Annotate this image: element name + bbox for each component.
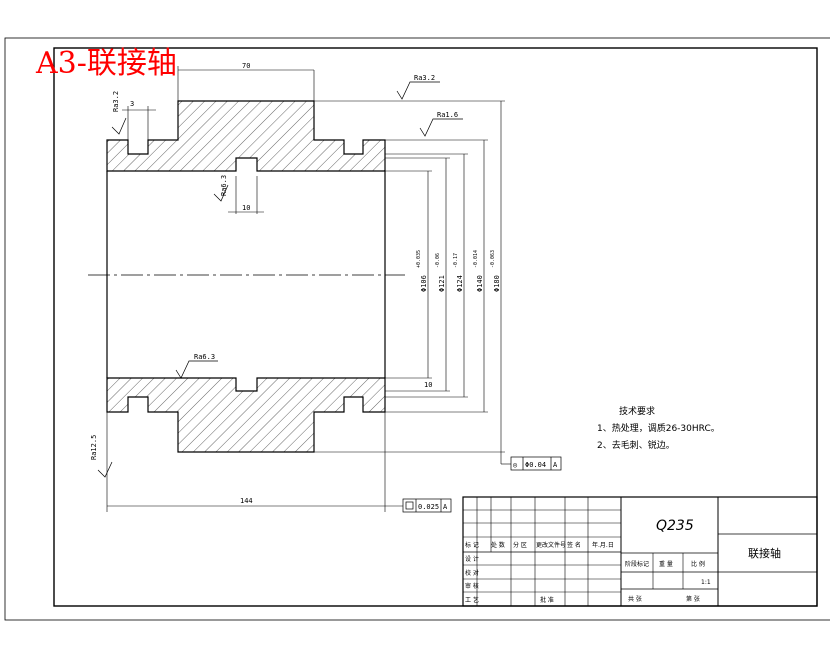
tb-h-count: 处 数 — [491, 541, 505, 549]
tech-item-1: 1、热处理，调质26-30HRC。 — [597, 422, 720, 434]
dim-groove-left: 3 — [130, 100, 134, 108]
tb-h-zone: 分 区 — [513, 541, 527, 549]
title-block — [462, 496, 818, 607]
gt-right-value: Φ0.04 — [525, 461, 546, 469]
tech-item-2: 2、去毛刺、锐边。 — [597, 439, 675, 451]
drawing-title: A3-联接轴 — [35, 46, 177, 81]
gt-right-symbol: ◎ — [513, 461, 518, 469]
dim-mid2-tol: -0.17 — [453, 253, 459, 268]
tb-r-craft: 工 艺 — [465, 596, 479, 604]
tb-h-mark: 标 记 — [465, 541, 479, 549]
gt-right-datum: A — [553, 461, 558, 469]
roughness-r4: Ra6.3 — [220, 175, 228, 196]
top-section — [106, 100, 386, 172]
tb-scale: 比 例 — [691, 560, 705, 568]
tb-r-review: 审 核 — [465, 582, 479, 590]
dim-outer1-tol: -0.014 — [473, 250, 479, 268]
inner-border — [53, 47, 818, 607]
outer-border — [4, 37, 830, 621]
dim-mid1-tol: -0.06 — [435, 253, 441, 268]
bottom-section — [106, 377, 386, 453]
tech-heading: 技术要求 — [619, 405, 655, 417]
tb-h-sign: 签 名 — [567, 541, 581, 549]
dim-max: Φ180 — [493, 275, 501, 292]
dim-small: 10 — [424, 381, 432, 389]
dim-mid1: Φ121 — [438, 275, 446, 292]
roughness-r2: Ra1.6 — [437, 111, 458, 119]
tb-sheet-no: 第 张 — [686, 595, 700, 603]
dim-mid2: Φ124 — [456, 275, 464, 292]
tb-h-docno: 更改文件号 — [536, 541, 566, 549]
dim-total-length: 144 — [240, 497, 253, 505]
tb-weight: 重 量 — [659, 560, 673, 568]
dim-outer1: Φ140 — [476, 275, 484, 292]
tb-r-approve: 批 准 — [540, 596, 554, 604]
roughness-symbol — [97, 81, 463, 478]
dim-bore: Φ106 — [420, 275, 428, 292]
tb-r-design: 设 计 — [465, 555, 479, 563]
scale-value: 1:1 — [701, 579, 711, 586]
roughness-r3: Ra3.2 — [112, 91, 120, 112]
material: Q235 — [656, 518, 694, 534]
roughness-r6: Ra6.3 — [194, 353, 215, 361]
gt-bottom-datum: A — [443, 503, 448, 511]
dim-top-length: 70 — [242, 62, 250, 70]
tb-sheets-total: 共 张 — [628, 595, 642, 603]
gt-bottom-symbol — [405, 501, 414, 510]
roughness-r1: Ra3.2 — [414, 74, 435, 82]
tb-r-check: 校 对 — [465, 569, 479, 577]
tb-stage-mark: 阶段标记 — [625, 560, 649, 568]
dim-groove-width: 10 — [242, 204, 250, 212]
gt-bottom-value: 0.025 — [418, 503, 439, 511]
part-name: 联接轴 — [748, 546, 781, 560]
dim-bore-tol: +0.035 — [416, 250, 422, 268]
roughness-r5: Ra12.5 — [90, 435, 98, 460]
tb-h-date: 年.月.日 — [592, 541, 614, 549]
dim-max-tol: -0.063 — [490, 250, 496, 268]
